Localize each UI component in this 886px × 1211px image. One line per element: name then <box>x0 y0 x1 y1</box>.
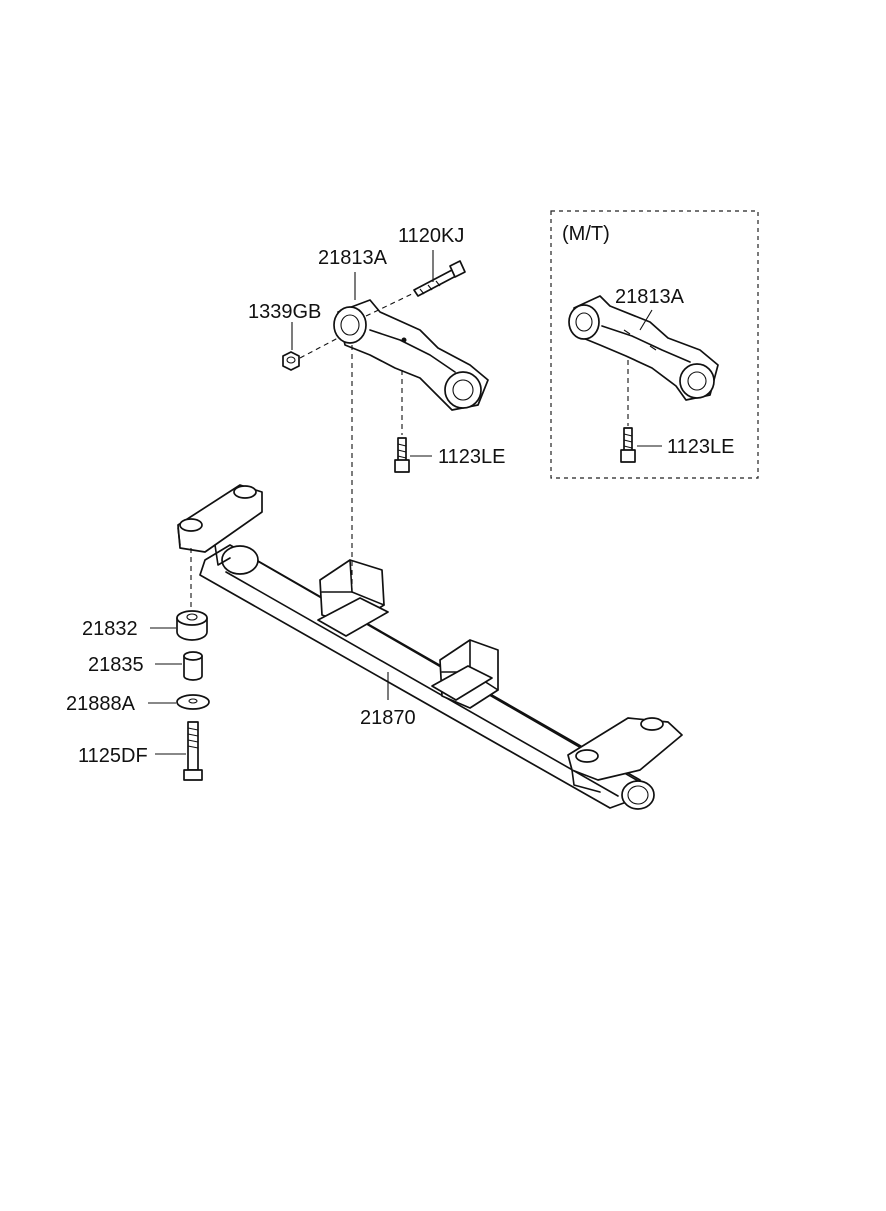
inset-engine-mount-21813a <box>568 295 719 401</box>
bolt-1125df <box>183 721 203 781</box>
label-1123le: 1123LE <box>438 446 505 468</box>
washer-21888a <box>176 694 210 710</box>
inset-label-21813a: 21813A <box>615 286 685 308</box>
nut-1339gb <box>282 351 300 371</box>
sleeve-21835 <box>183 651 203 681</box>
label-1125df: 1125DF <box>78 745 148 767</box>
label-21813a: 21813A <box>318 247 388 269</box>
label-21832: 21832 <box>82 618 138 640</box>
crossmember-21870 <box>177 484 683 810</box>
engine-mount-21813a <box>333 299 489 411</box>
inset-label-1123le: 1123LE <box>667 436 734 458</box>
bolt-1120kj <box>413 260 466 297</box>
label-1120kj: 1120KJ <box>398 225 464 247</box>
label-1339gb: 1339GB <box>248 301 321 323</box>
inset-leader-21813a <box>639 309 653 331</box>
bushing-21832 <box>176 610 208 641</box>
bolt-1123le <box>394 437 410 473</box>
inset-box-mt <box>550 210 759 479</box>
inset-bolt-1123le <box>620 427 636 463</box>
label-21870: 21870 <box>360 707 416 729</box>
inset-title: (M/T) <box>562 223 610 245</box>
label-21888a: 21888A <box>66 693 136 715</box>
label-21835: 21835 <box>88 654 144 676</box>
axis-1339gb <box>299 337 339 359</box>
